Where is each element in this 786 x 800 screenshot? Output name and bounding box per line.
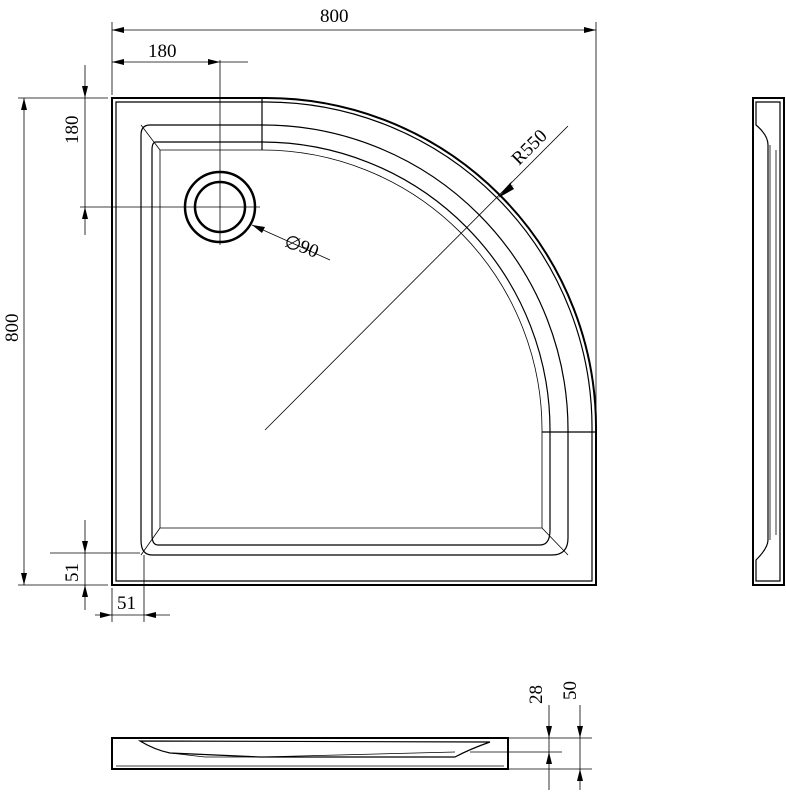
basin-outer-edge	[140, 124, 569, 556]
rim-width-x-label: 51	[117, 593, 136, 614]
width-label: 800	[320, 6, 349, 27]
inner-depth-dimension: 28	[470, 685, 592, 790]
rim-width-y-dimension: 51	[50, 520, 140, 610]
depth-dimension: 800	[2, 97, 108, 586]
side-view	[752, 97, 785, 586]
drain-offset-y-dimension: 180	[62, 65, 88, 235]
drain	[80, 60, 260, 245]
corner-chamfer	[541, 527, 569, 556]
drain-diameter-dimension: ∅ 90	[251, 224, 331, 263]
tray-outer-outline-inner	[115, 101, 593, 582]
rim-width-y-label: 51	[62, 563, 83, 582]
basin-floor-edge	[159, 149, 543, 529]
front-view: 28 50	[111, 681, 592, 790]
width-dimension: 800	[111, 6, 597, 430]
drain-diameter-symbol: ∅	[281, 231, 304, 257]
front-view-slope-line	[259, 751, 456, 758]
total-height-label: 50	[560, 681, 581, 700]
radius-dimension: R550	[264, 126, 569, 431]
rim-width-x-dimension: 51	[95, 555, 170, 622]
drain-offset-y-label: 180	[62, 116, 83, 145]
depth-label: 800	[2, 314, 23, 343]
side-view-outline	[752, 97, 785, 586]
front-view-floor	[169, 752, 260, 758]
front-view-basin	[137, 740, 491, 758]
drain-offset-x-label: 180	[148, 41, 177, 62]
corner-chamfer	[140, 124, 161, 151]
inner-depth-label: 28	[526, 685, 547, 704]
drain-offset-x-dimension: 180	[112, 41, 248, 65]
basin-inner-edge	[151, 141, 551, 546]
total-height-dimension: 50	[508, 681, 592, 790]
radius-label: R550	[508, 126, 552, 170]
plan-view: ∅ 90 R550 800 180	[2, 6, 598, 622]
side-view-profile	[755, 101, 781, 582]
corner-chamfer	[140, 527, 161, 556]
tray-outer-outline	[111, 96, 598, 586]
